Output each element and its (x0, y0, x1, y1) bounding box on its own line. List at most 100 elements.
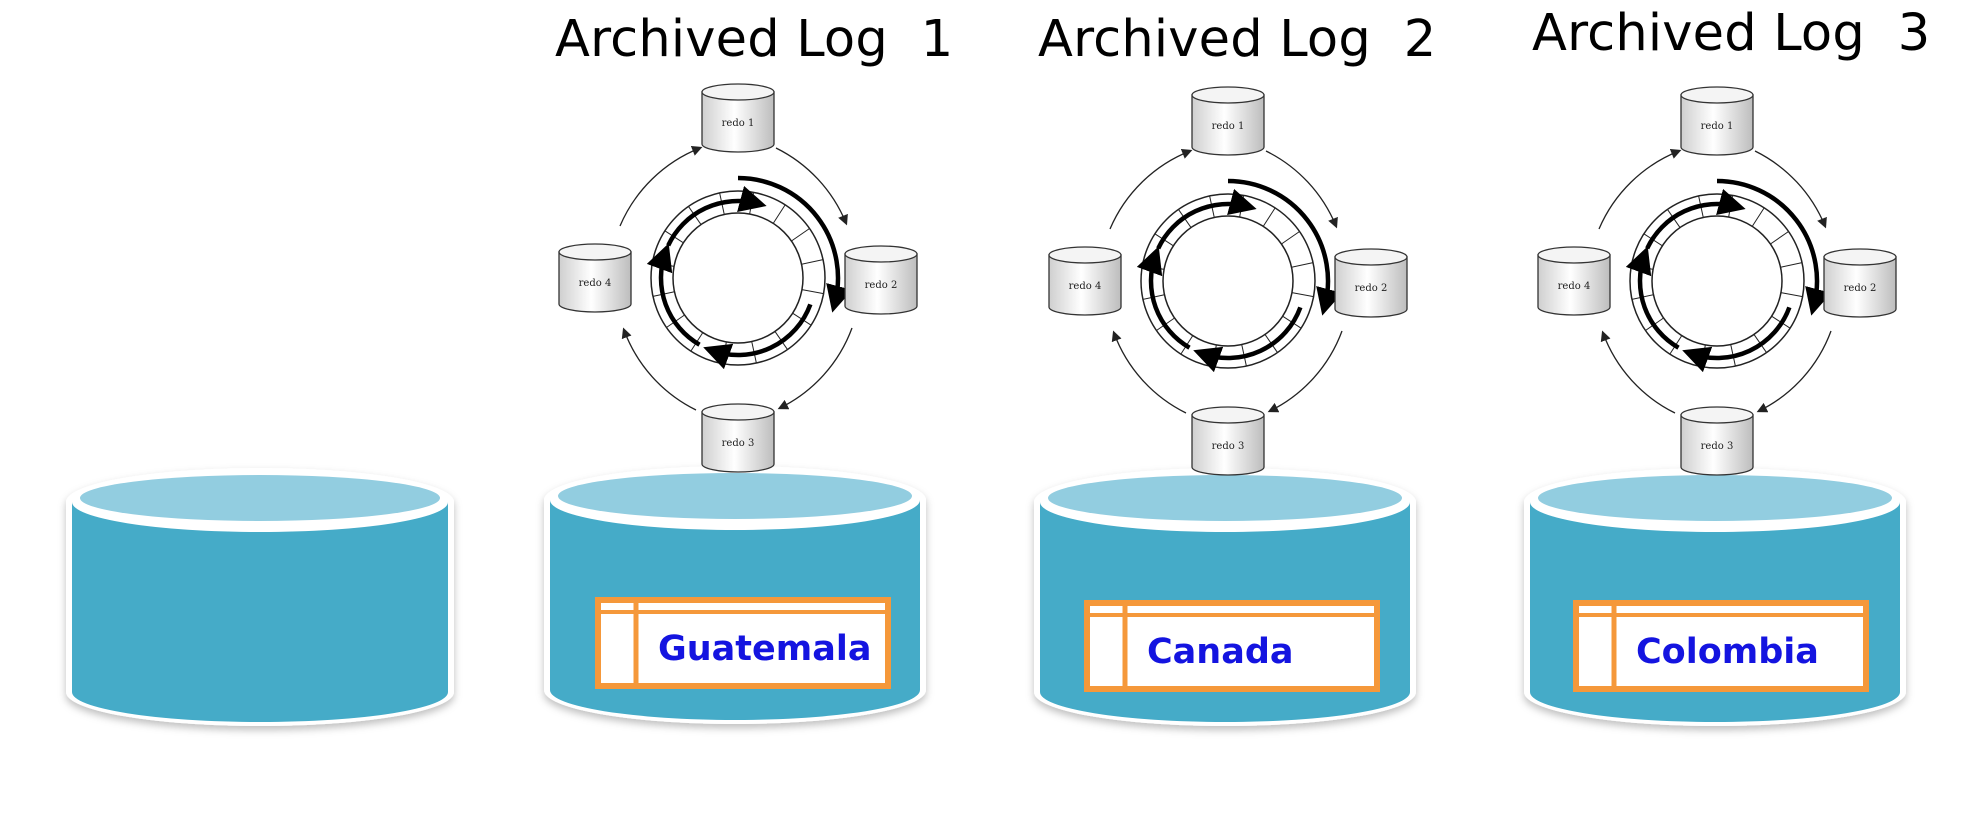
database-log-1-record: Guatemala (595, 597, 891, 689)
redo-ring-3-redo-4: redo 4 (1537, 246, 1611, 316)
redo-ring-3-flow-upper (1645, 188, 1746, 250)
redo-ring-1-flow-left (646, 243, 701, 347)
redo-ring-1-redo-3-top (701, 403, 775, 421)
redo-ring-2-segment (1262, 207, 1276, 227)
redo-ring-2-connector-2 (1267, 330, 1343, 413)
redo-ring-2-inner (1162, 215, 1294, 347)
redo-ring-3-segment (1770, 231, 1789, 245)
redo-ring-3-redo-4-top (1537, 246, 1611, 264)
redo-ring-3-redo-1-label: redo 1 (1701, 121, 1734, 132)
redo-ring-1: redo 1 redo 2 redo 3 redo 4 (558, 83, 918, 473)
redo-ring-2-redo-2-label: redo 2 (1355, 283, 1388, 294)
redo-ring-3-redo-2: redo 2 (1823, 248, 1897, 318)
database-log-3-country-label: Colombia (1636, 632, 1819, 672)
redo-ring-3-redo-1-body (1680, 94, 1754, 156)
redo-ring-1-segment (772, 204, 786, 224)
redo-ring-1-flow-outer (737, 175, 853, 313)
redo-ring-1-segment (801, 289, 824, 295)
database-log-2-country-label: Canada (1147, 632, 1294, 672)
redo-ring-1-connector-1 (775, 147, 848, 226)
redo-ring-3-redo-4-body (1537, 254, 1611, 316)
redo-ring-2-redo-4-body (1048, 254, 1122, 316)
redo-ring-3-flow-lower (1682, 306, 1792, 373)
redo-ring-2-redo-3-top (1191, 406, 1265, 424)
redo-ring-2-redo-1-top (1191, 86, 1265, 104)
redo-ring-1-redo-4: redo 4 (558, 243, 632, 313)
redo-ring-2-redo-1: redo 1 (1191, 86, 1265, 156)
database-empty (66, 468, 454, 726)
database-log-3-record-box (1573, 600, 1869, 692)
redo-ring-3-connector-2 (1756, 330, 1832, 413)
redo-ring-2-redo-2-top (1334, 248, 1408, 266)
redo-ring-3-redo-1-top (1680, 86, 1754, 104)
database-log-1-top (558, 473, 912, 519)
database-log-2-top (1048, 475, 1402, 521)
redo-ring-3-redo-3-label: redo 3 (1701, 441, 1734, 452)
redo-ring-1-redo-3-label: redo 3 (722, 438, 755, 449)
redo-ring-1-flow-lower (703, 303, 813, 370)
archived-log-2-title: Archived Log 2 (1038, 10, 1437, 69)
redo-ring-2-connector-1 (1265, 150, 1338, 229)
redo-ring-2-flow-upper (1156, 188, 1257, 250)
redo-ring-1-connector-3 (621, 327, 697, 411)
redo-ring-1-redo-2-label: redo 2 (865, 280, 898, 291)
redo-ring-3-redo-3: redo 3 (1680, 406, 1754, 476)
redo-ring-3-redo-2-top (1823, 248, 1897, 266)
redo-ring-3-flow-left (1625, 246, 1680, 350)
redo-ring-1-inner (672, 212, 804, 344)
redo-ring-2-redo-3: redo 3 (1191, 406, 1265, 476)
redo-ring-2-redo-1-label: redo 1 (1212, 121, 1245, 132)
redo-ring-2-redo-4-top (1048, 246, 1122, 264)
redo-ring-3-redo-3-body (1680, 414, 1754, 476)
redo-ring-1-redo-2-body (844, 253, 918, 315)
redo-ring-1-redo-2-top (844, 245, 918, 263)
redo-ring-1-redo-1-body (701, 91, 775, 153)
redo-ring-3-redo-4-label: redo 4 (1558, 281, 1591, 292)
redo-ring-3-connector-4 (1598, 149, 1682, 230)
redo-ring-2-redo-3-label: redo 3 (1212, 441, 1245, 452)
redo-ring-1-redo-4-label: redo 4 (579, 278, 612, 289)
redo-ring-1-segment (801, 259, 824, 265)
redo-ring-1-redo-4-top (558, 243, 632, 261)
redo-ring-1-redo-3: redo 3 (701, 403, 775, 473)
redo-ring-1-connector-2 (777, 327, 853, 410)
redo-ring-2-redo-3-body (1191, 414, 1265, 476)
database-log-3-top (1538, 475, 1892, 521)
archived-log-1-title: Archived Log 1 (555, 10, 954, 69)
redo-ring-2-redo-2-body (1334, 256, 1408, 318)
redo-ring-2-flow-outer (1227, 178, 1343, 316)
redo-ring-2-segment (1281, 231, 1300, 245)
redo-ring-1-redo-3-body (701, 411, 775, 473)
archived-log-3-title: Archived Log 3 (1532, 4, 1931, 63)
database-log-3-record: Colombia (1573, 600, 1869, 692)
redo-ring-2-connector-3 (1111, 330, 1187, 414)
redo-ring-3-segment (1751, 207, 1765, 227)
redo-ring-3-segment (1780, 292, 1803, 298)
redo-ring-1-redo-1-top (701, 83, 775, 101)
redo-ring-3-connector-3 (1600, 330, 1676, 414)
database-log-2-record: Canada (1084, 600, 1380, 692)
redo-ring-3-redo-1: redo 1 (1680, 86, 1754, 156)
redo-ring-3-redo-2-body (1823, 256, 1897, 318)
redo-ring-2-redo-4-label: redo 4 (1069, 281, 1102, 292)
database-log-2-record-box (1084, 600, 1380, 692)
redo-ring-1-redo-4-body (558, 251, 632, 313)
redo-ring-3-segment (1780, 262, 1803, 268)
database-empty-body (72, 502, 448, 722)
redo-ring-2-segment (1291, 292, 1314, 298)
redo-ring-1-segment (791, 228, 810, 242)
database-log-1-country-label: Guatemala (658, 629, 871, 669)
redo-ring-2-flow-left (1136, 246, 1191, 350)
redo-ring-1-redo-2: redo 2 (844, 245, 918, 315)
redo-ring-3-redo-3-top (1680, 406, 1754, 424)
redo-ring-2-redo-1-body (1191, 94, 1265, 156)
redo-ring-1-redo-1-label: redo 1 (722, 118, 755, 129)
redo-ring-2-redo-2: redo 2 (1334, 248, 1408, 318)
database-log-1-record-box (595, 597, 891, 689)
redo-ring-3-inner (1651, 215, 1783, 347)
redo-ring-3: redo 1 redo 2 redo 3 redo 4 (1537, 86, 1897, 476)
redo-ring-2-segment (1291, 262, 1314, 268)
redo-ring-1-redo-1: redo 1 (701, 83, 775, 153)
redo-ring-2: redo 1 redo 2 redo 3 redo 4 (1048, 86, 1408, 476)
